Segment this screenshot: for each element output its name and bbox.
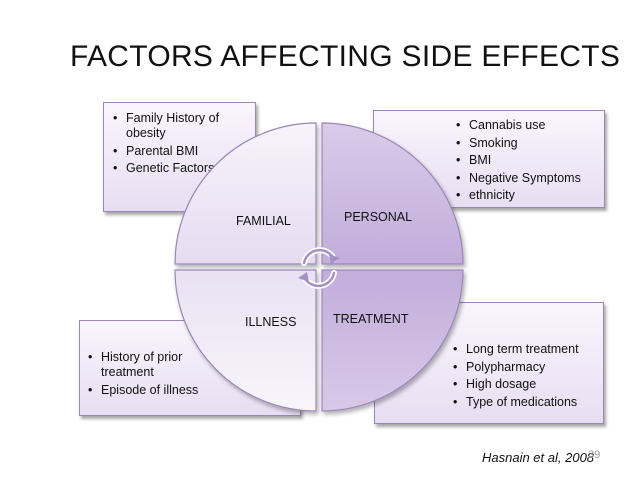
list-item: Parental BMI (112, 144, 227, 159)
treatment-quadrant (321, 269, 464, 412)
list-item: Type of medications (452, 395, 579, 410)
personal-factors-list: Cannabis use Smoking BMI Negative Sympto… (455, 118, 581, 206)
illness-quadrant (174, 269, 317, 412)
treatment-factors-list: Long term treatment Polypharmacy High do… (452, 342, 579, 412)
list-item: Smoking (455, 136, 581, 151)
list-item: Family History of obesity (112, 111, 227, 141)
list-item: History of prior treatment (87, 350, 212, 380)
list-item: Polypharmacy (452, 360, 579, 375)
illness-label: ILLNESS (245, 315, 297, 329)
list-item: Long term treatment (452, 342, 579, 357)
list-item: Episode of illness (87, 383, 212, 398)
list-item: Genetic Factors (112, 161, 227, 176)
list-item: Negative Symptoms (455, 171, 581, 186)
slide-number: 39 (588, 449, 601, 461)
list-item: BMI (455, 153, 581, 168)
citation: Hasnain et al, 2008 (482, 450, 595, 465)
familial-factors-list: Family History of obesity Parental BMI G… (112, 111, 227, 179)
treatment-label: TREATMENT (333, 312, 409, 326)
familial-label: FAMILIAL (236, 214, 291, 228)
personal-quadrant (321, 122, 464, 265)
list-item: High dosage (452, 377, 579, 392)
list-item: ethnicity (455, 188, 581, 203)
familial-quadrant (174, 122, 317, 265)
list-item: Cannabis use (455, 118, 581, 133)
personal-label: PERSONAL (344, 210, 413, 224)
illness-factors-list: History of prior treatment Episode of il… (87, 350, 212, 400)
slide-title: FACTORS AFFECTING SIDE EFFECTS (70, 40, 621, 73)
